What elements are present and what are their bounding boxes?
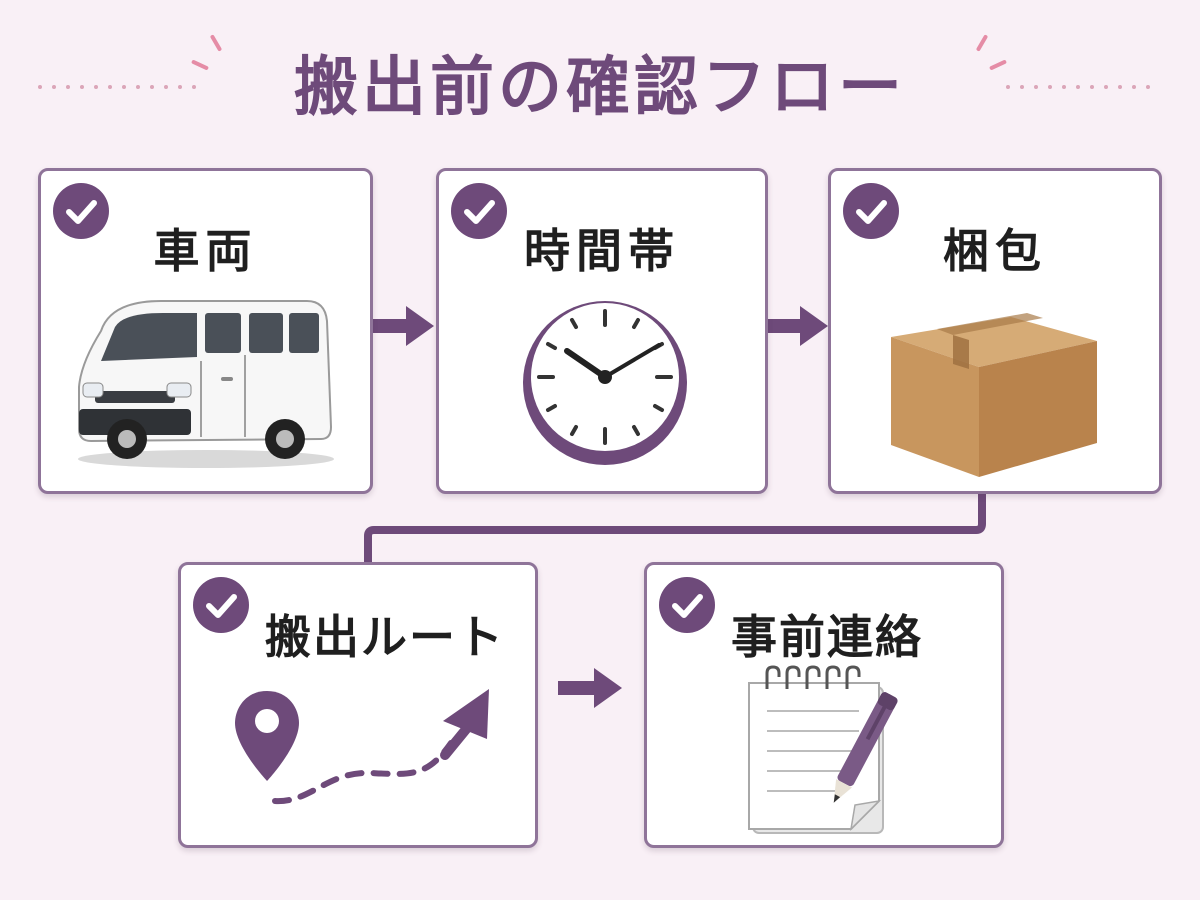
notepad-pen-icon [748, 665, 898, 834]
step-card-carry-out-route: 搬出ルート [178, 562, 538, 848]
checkmark-icon [451, 183, 507, 239]
step-label-advance-notice: 事前連絡 [731, 610, 923, 664]
checkmark-icon [53, 183, 109, 239]
checkmark-icon [843, 183, 899, 239]
title-dots-left [38, 84, 238, 90]
connector-3-to-4 [364, 490, 986, 574]
route-icon [235, 689, 489, 805]
van-icon [78, 300, 334, 468]
step-card-vehicle: 車両 [38, 168, 373, 494]
page-title: 搬出前の確認フロー [294, 51, 906, 125]
step-card-advance-notice: 事前連絡 [644, 562, 1004, 848]
step-label-packing: 梱包 [943, 224, 1047, 278]
checkmark-icon [193, 577, 249, 633]
title-dots-right [966, 84, 1166, 90]
step-card-time-slot: 時間帯 [436, 168, 768, 494]
arrow-2-to-3 [766, 306, 828, 346]
step-label-time-slot: 時間帯 [524, 224, 680, 278]
checkmark-icon [659, 577, 715, 633]
arrow-4-to-5 [558, 668, 622, 708]
step-card-packing: 梱包 [828, 168, 1162, 494]
box-icon [891, 313, 1097, 477]
step-label-vehicle: 車両 [153, 224, 258, 278]
step-label-carry-out-route: 搬出ルート [265, 610, 505, 664]
clock-icon [523, 301, 687, 465]
arrow-1-to-2 [372, 306, 434, 346]
